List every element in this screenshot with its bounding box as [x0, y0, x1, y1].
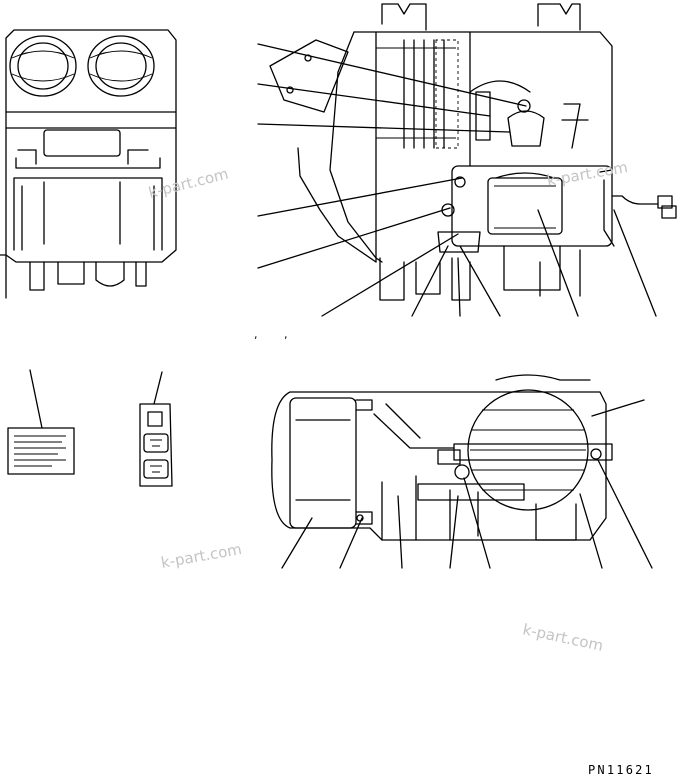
separator-mark-2: ,	[284, 328, 288, 341]
side-view-heater-assembly	[269, 3, 677, 301]
watermark-1: k-part.com	[147, 165, 231, 202]
callout-leaders-bottom	[281, 399, 653, 569]
front-view-heater-unit	[0, 29, 177, 299]
callout-leaders-top	[257, 43, 657, 317]
watermark-3: k-part.com	[160, 540, 244, 572]
separator-mark-1: ,	[254, 328, 258, 341]
part-number: PN11621	[588, 763, 654, 777]
watermark-4: k-part.com	[521, 620, 605, 655]
caution-label	[7, 369, 75, 475]
control-switch-panel	[139, 371, 173, 487]
watermark-2: k-part.com	[546, 158, 630, 190]
top-view-heater-assembly	[271, 374, 613, 541]
